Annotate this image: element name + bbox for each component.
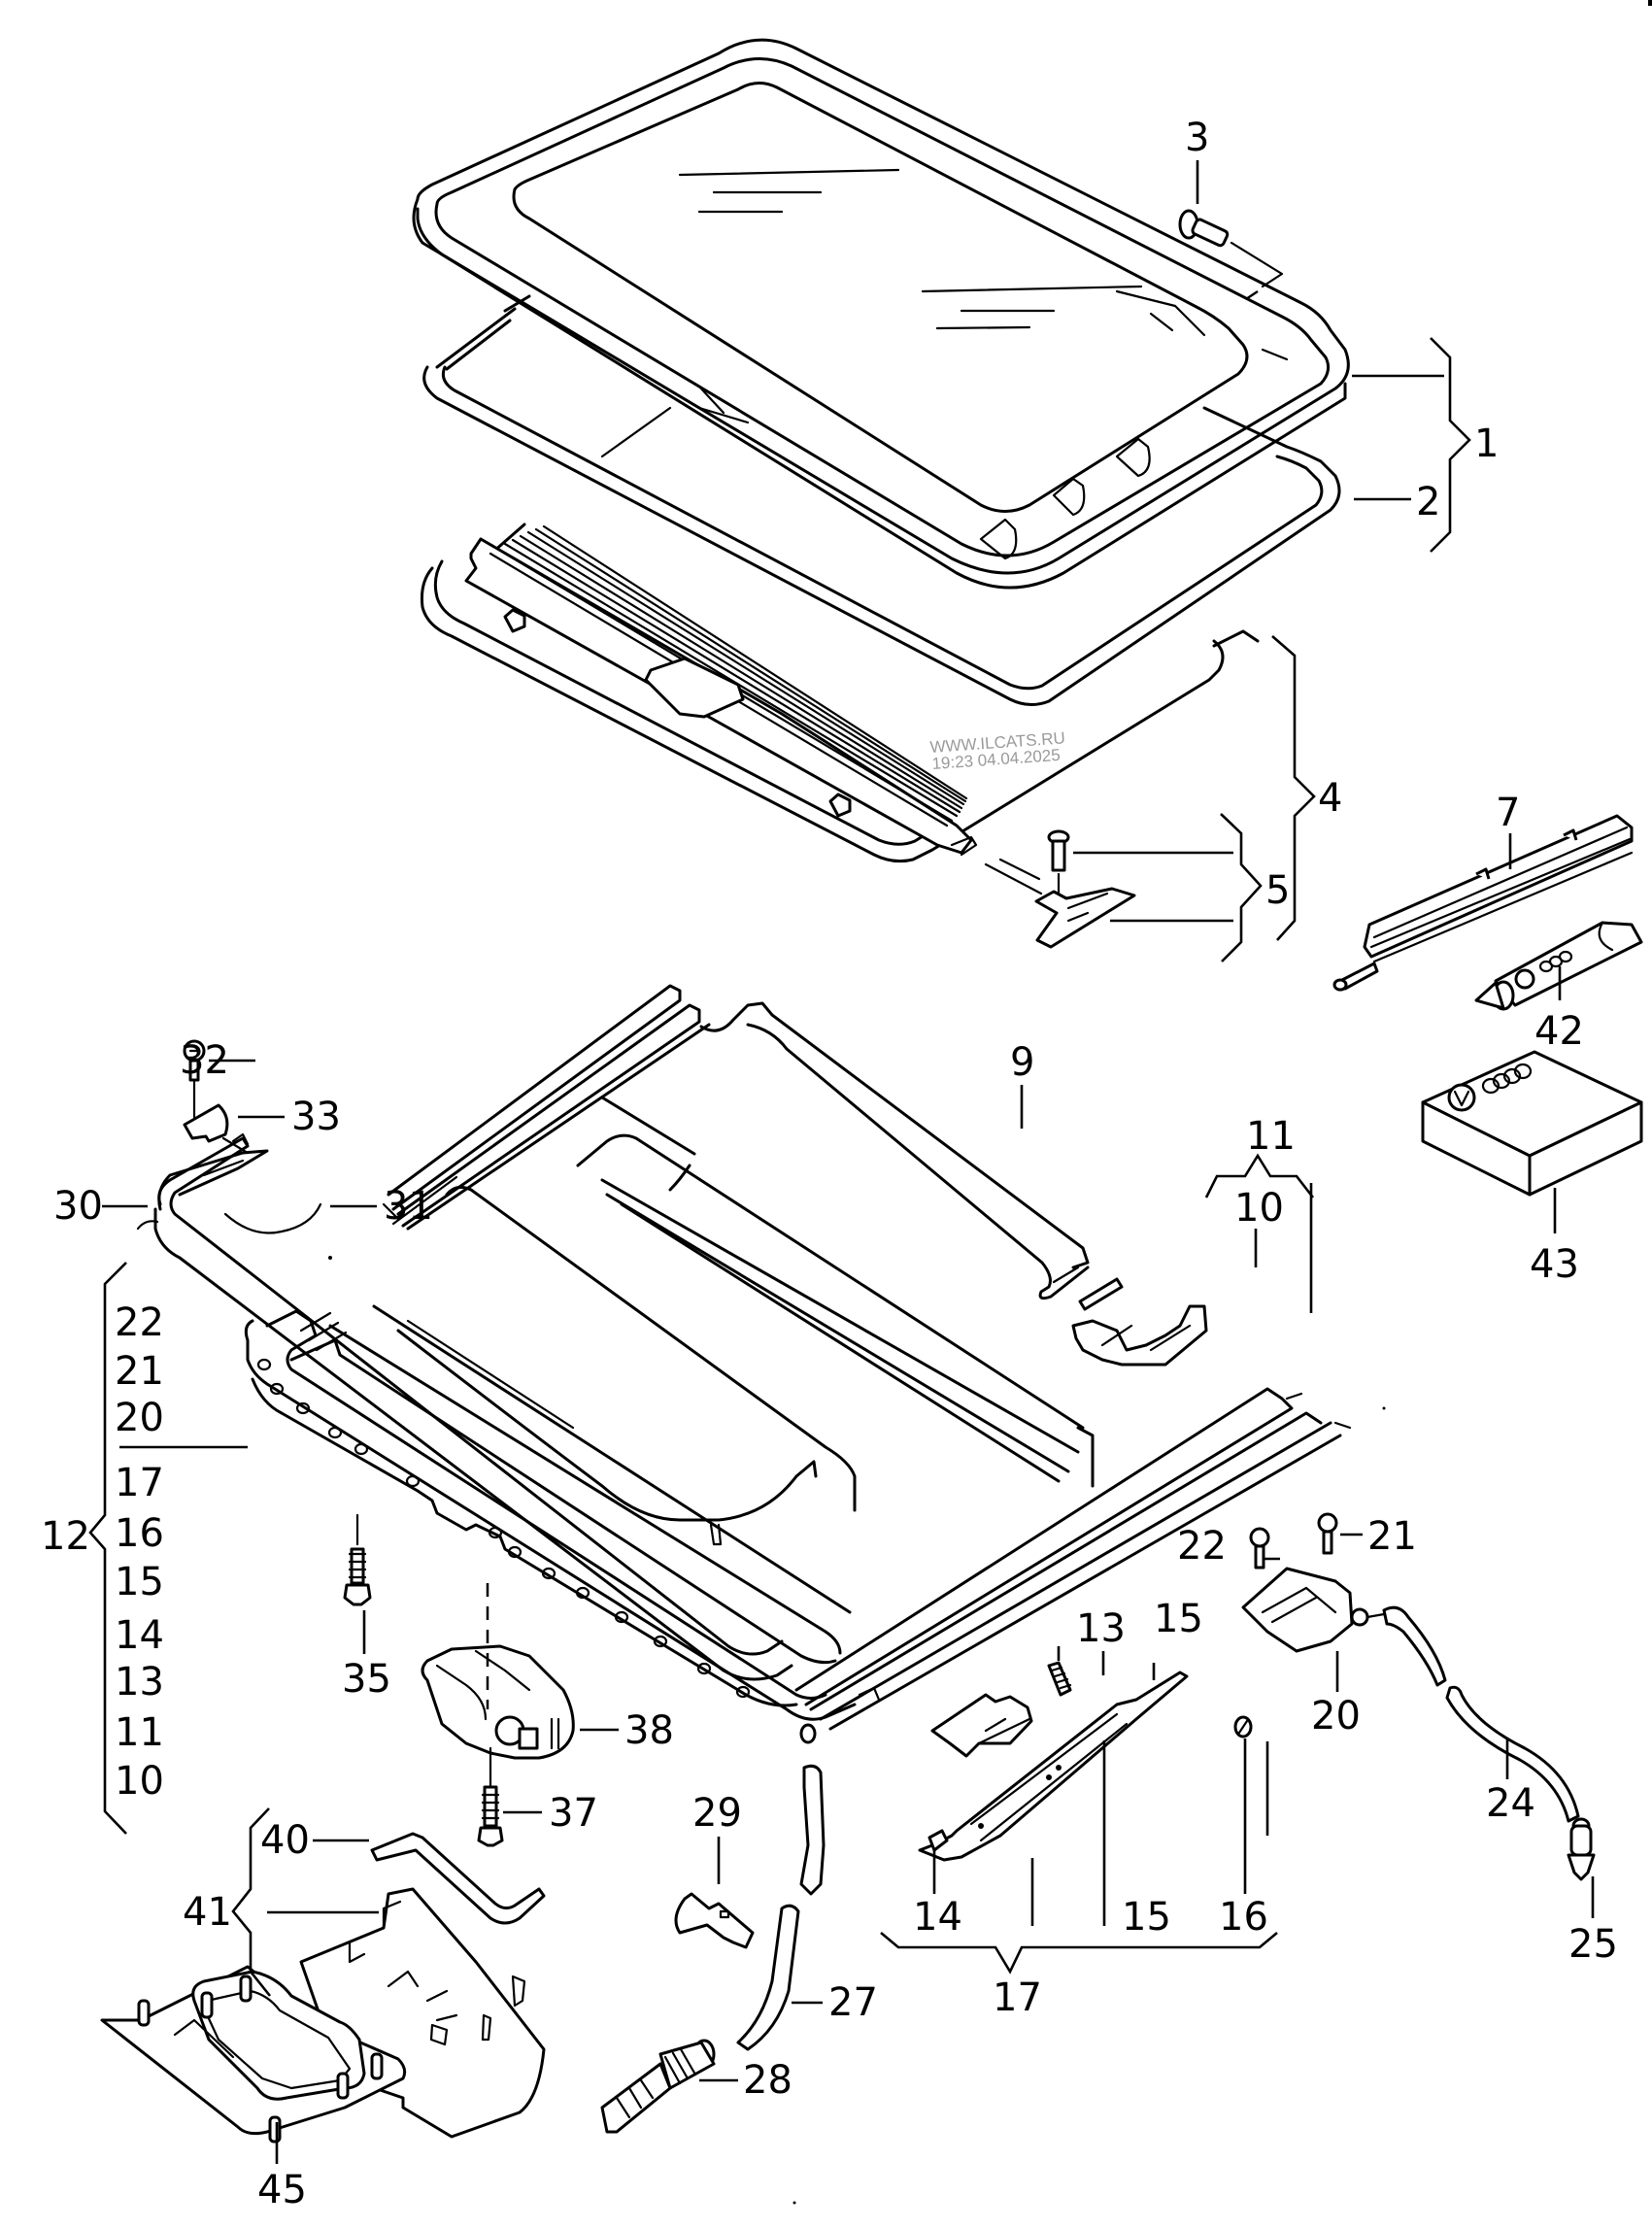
mounting-holes bbox=[256, 1358, 751, 1699]
part-main-frame[interactable] bbox=[153, 984, 1352, 1744]
part-slide-13[interactable] bbox=[930, 1693, 1033, 1758]
group12-item[interactable]: 13 bbox=[115, 1660, 164, 1705]
callout-41[interactable]: 41 bbox=[183, 1890, 232, 1935]
corner-mark bbox=[1648, 0, 1652, 6]
part-pin-10[interactable] bbox=[1078, 1277, 1124, 1311]
callout-21[interactable]: 21 bbox=[1367, 1514, 1417, 1559]
callout-2[interactable]: 2 bbox=[1416, 480, 1440, 524]
stray-dot bbox=[328, 1256, 332, 1260]
part-motor-38[interactable] bbox=[421, 1583, 575, 1760]
part-wind-deflector[interactable] bbox=[699, 1001, 1090, 1300]
callout-29[interactable]: 29 bbox=[692, 1791, 742, 1836]
callout-labels: 3 1 2 4 5 7 42 43 9 11 10 32 33 30 31 12… bbox=[41, 116, 1618, 2212]
part-clip-29[interactable] bbox=[674, 1892, 755, 1949]
group12-item[interactable]: 15 bbox=[115, 1560, 164, 1604]
part-spring-15[interactable] bbox=[1047, 1661, 1072, 1697]
leader-lines bbox=[88, 160, 1595, 2164]
group-12-item-list: 22 21 20 17 16 15 14 13 11 10 bbox=[115, 1300, 164, 1804]
group12-item[interactable]: 11 bbox=[115, 1710, 164, 1755]
callout-38[interactable]: 38 bbox=[624, 1708, 674, 1753]
part-cap-14[interactable] bbox=[927, 1829, 949, 1852]
part-bolt-3[interactable] bbox=[1178, 209, 1284, 303]
part-trim-45[interactable] bbox=[100, 1965, 407, 2144]
part-hose-27[interactable] bbox=[736, 1764, 826, 2051]
part-guide-rail[interactable] bbox=[1332, 814, 1634, 992]
callout-4[interactable]: 4 bbox=[1318, 776, 1342, 821]
callout-13[interactable]: 13 bbox=[1076, 1606, 1126, 1651]
part-seal-31[interactable] bbox=[223, 1202, 322, 1234]
part-seal-frame[interactable] bbox=[422, 294, 1341, 706]
callout-40[interactable]: 40 bbox=[260, 1818, 310, 1863]
callout-25[interactable]: 25 bbox=[1568, 1922, 1618, 1967]
group12-item[interactable]: 10 bbox=[115, 1759, 164, 1804]
callout-11[interactable]: 11 bbox=[1246, 1114, 1296, 1159]
group12-item[interactable]: 22 bbox=[115, 1300, 164, 1345]
group12-item[interactable]: 17 bbox=[115, 1461, 164, 1505]
callout-7[interactable]: 7 bbox=[1496, 791, 1520, 835]
callout-10[interactable]: 10 bbox=[1234, 1186, 1284, 1231]
part-screw-22[interactable] bbox=[1249, 1527, 1270, 1570]
callout-17[interactable]: 17 bbox=[993, 1975, 1042, 2020]
part-screw-32[interactable] bbox=[183, 1039, 206, 1119]
callout-1[interactable]: 1 bbox=[1474, 422, 1499, 466]
callout-35[interactable]: 35 bbox=[342, 1657, 391, 1702]
part-guide-5[interactable] bbox=[984, 829, 1136, 949]
callout-27[interactable]: 27 bbox=[828, 1980, 878, 2025]
callout-16[interactable]: 16 bbox=[1219, 1895, 1268, 1940]
watermark: WWW.ILCATS.RU 19:23 04.04.2025 bbox=[929, 728, 1065, 773]
part-grease-tube[interactable] bbox=[1474, 921, 1643, 1011]
callout-33[interactable]: 33 bbox=[291, 1095, 341, 1139]
stray-dot bbox=[792, 2201, 796, 2205]
part-hose-24[interactable] bbox=[1382, 1605, 1580, 1823]
callout-9[interactable]: 9 bbox=[1010, 1040, 1034, 1085]
stray-dot bbox=[1382, 1406, 1386, 1410]
part-bolt-35[interactable] bbox=[343, 1513, 372, 1606]
group12-item[interactable]: 20 bbox=[115, 1396, 164, 1440]
part-nut-16[interactable] bbox=[1233, 1715, 1253, 1739]
part-crank-40[interactable] bbox=[370, 1832, 546, 1925]
part-screw-21[interactable] bbox=[1317, 1512, 1338, 1555]
group12-item[interactable]: 14 bbox=[115, 1613, 164, 1658]
callout-37[interactable]: 37 bbox=[549, 1791, 598, 1836]
part-bracket-30[interactable] bbox=[136, 1149, 269, 1231]
callout-14[interactable]: 14 bbox=[913, 1895, 962, 1940]
callout-45[interactable]: 45 bbox=[257, 2168, 307, 2212]
part-bolt-37[interactable] bbox=[477, 1746, 504, 1847]
group12-item[interactable]: 16 bbox=[115, 1511, 164, 1556]
callout-15-spring[interactable]: 15 bbox=[1154, 1597, 1203, 1641]
part-repair-box[interactable] bbox=[1421, 1050, 1643, 1197]
callout-28[interactable]: 28 bbox=[743, 2058, 792, 2103]
callout-30[interactable]: 30 bbox=[53, 1184, 103, 1229]
part-valve-28[interactable] bbox=[600, 2039, 716, 2134]
callout-42[interactable]: 42 bbox=[1534, 1009, 1584, 1054]
part-valve-25[interactable] bbox=[1567, 1817, 1596, 1881]
callout-24[interactable]: 24 bbox=[1486, 1781, 1535, 1826]
callout-12[interactable]: 12 bbox=[41, 1514, 90, 1559]
callout-20[interactable]: 20 bbox=[1311, 1694, 1361, 1739]
part-bracket-11[interactable] bbox=[1071, 1304, 1208, 1367]
part-sunshade[interactable] bbox=[421, 523, 1260, 881]
callout-31[interactable]: 31 bbox=[384, 1184, 433, 1229]
callout-3[interactable]: 3 bbox=[1185, 116, 1209, 160]
callout-22[interactable]: 22 bbox=[1177, 1524, 1227, 1569]
callout-15-group[interactable]: 15 bbox=[1122, 1895, 1171, 1940]
callout-43[interactable]: 43 bbox=[1530, 1242, 1579, 1287]
part-lever-17[interactable] bbox=[918, 1671, 1189, 1862]
group12-item[interactable]: 21 bbox=[115, 1349, 164, 1394]
part-glass-panel[interactable] bbox=[412, 38, 1350, 590]
callout-32[interactable]: 32 bbox=[180, 1038, 229, 1083]
part-drain-channel-20[interactable] bbox=[1241, 1567, 1386, 1653]
part-clamp-33[interactable] bbox=[183, 1103, 250, 1155]
callout-5[interactable]: 5 bbox=[1265, 868, 1290, 913]
